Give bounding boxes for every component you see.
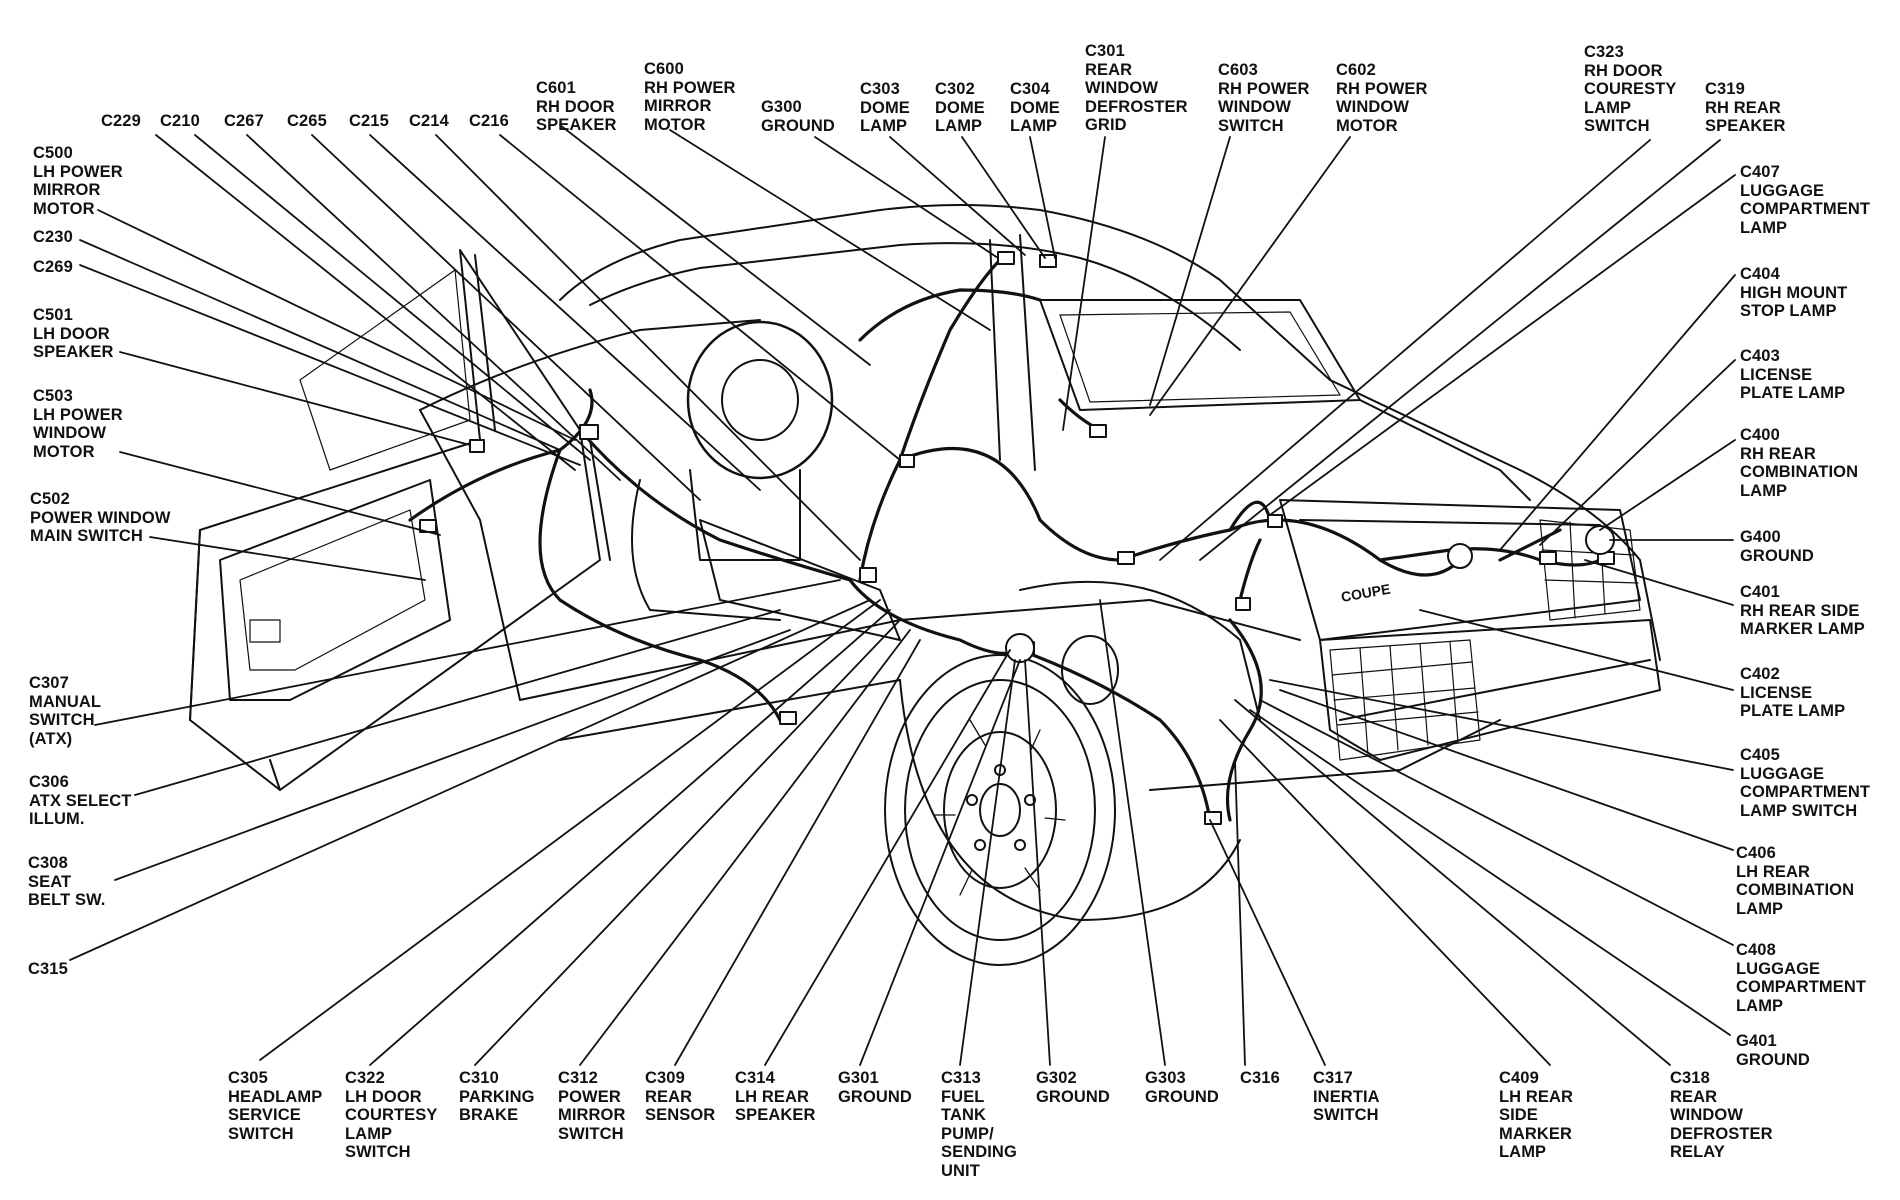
wiring-harness xyxy=(408,258,1602,822)
label-c229: C229 xyxy=(101,112,141,130)
label-c407: C407 LUGGAGE COMPARTMENT LAMP xyxy=(1740,163,1871,237)
label-c301: C301 REAR WINDOW DEFROSTER GRID xyxy=(1085,42,1188,134)
label-g303: G303 GROUND xyxy=(1145,1069,1219,1106)
label-c303: C303 DOME LAMP xyxy=(860,80,910,135)
label-c265: C265 xyxy=(287,112,327,130)
label-c317: C317 INERTIA SWITCH xyxy=(1313,1069,1380,1124)
label-g300: G300 GROUND xyxy=(761,98,835,135)
wheel-icon xyxy=(884,654,1116,966)
label-c322: C322 LH DOOR COURTESY LAMP SWITCH xyxy=(345,1069,438,1161)
label-c215: C215 xyxy=(349,112,389,130)
label-c403: C403 LICENSE PLATE LAMP xyxy=(1740,347,1846,402)
label-c210: C210 xyxy=(160,112,200,130)
label-c601: C601 RH DOOR SPEAKER xyxy=(536,79,617,134)
label-c269: C269 xyxy=(33,258,73,276)
body-badge: COUPE xyxy=(1340,581,1392,605)
label-c408: C408 LUGGAGE COMPARTMENT LAMP xyxy=(1736,941,1867,1015)
tail-lamp-grid xyxy=(1329,519,1641,761)
label-c267: C267 xyxy=(224,112,264,130)
label-c603: C603 RH POWER WINDOW SWITCH xyxy=(1218,61,1310,135)
label-c230: C230 xyxy=(33,228,73,246)
label-g302: G302 GROUND xyxy=(1036,1069,1110,1106)
label-c502: C502 POWER WINDOW MAIN SWITCH xyxy=(30,490,171,545)
label-c401: C401 RH REAR SIDE MARKER LAMP xyxy=(1740,583,1865,638)
label-g401: G401 GROUND xyxy=(1736,1032,1810,1069)
leader-lines xyxy=(69,124,1736,1066)
label-c304: C304 DOME LAMP xyxy=(1010,80,1060,135)
label-c503: C503 LH POWER WINDOW MOTOR xyxy=(33,387,123,461)
label-c404: C404 HIGH MOUNT STOP LAMP xyxy=(1740,265,1848,320)
label-c316: C316 xyxy=(1240,1069,1280,1087)
label-c315: C315 xyxy=(28,960,68,978)
label-c323: C323 RH DOOR COURESTY LAMP SWITCH xyxy=(1584,43,1677,135)
label-g301: G301 GROUND xyxy=(838,1069,912,1106)
label-c402: C402 LICENSE PLATE LAMP xyxy=(1740,665,1846,720)
label-c406: C406 LH REAR COMBINATION LAMP xyxy=(1736,844,1855,918)
label-c318: C318 REAR WINDOW DEFROSTER RELAY xyxy=(1670,1069,1773,1161)
label-c216: C216 xyxy=(469,112,509,130)
label-c302: C302 DOME LAMP xyxy=(935,80,985,135)
label-g400: G400 GROUND xyxy=(1740,528,1814,565)
label-c214: C214 xyxy=(409,112,449,130)
label-c500: C500 LH POWER MIRROR MOTOR xyxy=(33,144,123,218)
label-c308: C308 SEAT BELT SW. xyxy=(28,854,106,909)
label-c501: C501 LH DOOR SPEAKER xyxy=(33,306,114,361)
label-c305: C305 HEADLAMP SERVICE SWITCH xyxy=(228,1069,323,1143)
label-c306: C306 ATX SELECT ILLUM. xyxy=(29,773,132,828)
label-c313: C313 FUEL TANK PUMP/ SENDING UNIT xyxy=(941,1069,1017,1180)
label-c600: C600 RH POWER MIRROR MOTOR xyxy=(644,60,736,134)
connector-icon xyxy=(419,251,1615,825)
car-body xyxy=(419,204,1661,921)
label-c309: C309 REAR SENSOR xyxy=(645,1069,716,1124)
label-c400: C400 RH REAR COMBINATION LAMP xyxy=(1740,426,1859,500)
label-c602: C602 RH POWER WINDOW MOTOR xyxy=(1336,61,1428,135)
label-c307: C307 MANUAL SWITCH (ATX) xyxy=(29,674,102,748)
label-c319: C319 RH REAR SPEAKER xyxy=(1705,80,1786,135)
label-c314: C314 LH REAR SPEAKER xyxy=(735,1069,816,1124)
label-c312: C312 POWER MIRROR SWITCH xyxy=(558,1069,626,1143)
label-c409: C409 LH REAR SIDE MARKER LAMP xyxy=(1499,1069,1574,1161)
label-c405: C405 LUGGAGE COMPARTMENT LAMP SWITCH xyxy=(1740,746,1871,820)
label-c310: C310 PARKING BRAKE xyxy=(459,1069,535,1124)
